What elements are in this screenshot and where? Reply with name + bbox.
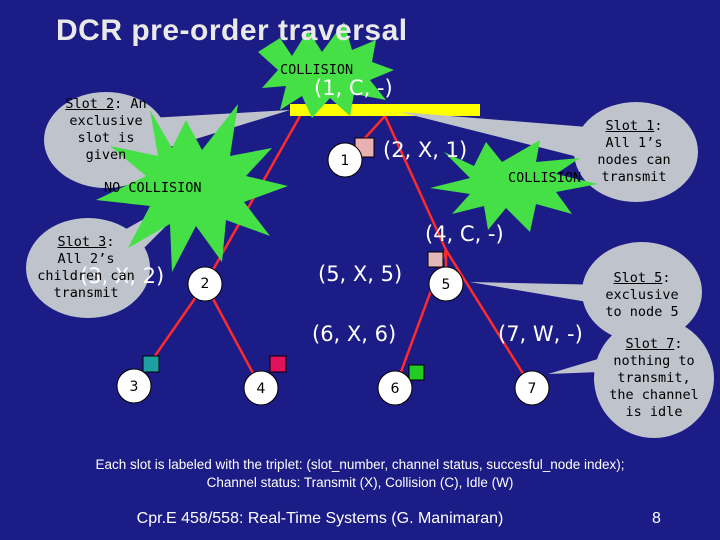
slot5-callout-shape [470, 242, 702, 342]
slot7-line4: the channel [609, 387, 699, 403]
slot5-line3: to node 5 [605, 304, 679, 320]
triplet-slot-2: (2, X, 1) [383, 138, 468, 162]
edge-root-slot4 [383, 115, 448, 251]
triplet-slot-7: (7, W, -) [498, 322, 583, 346]
slot2-line1: : An [114, 96, 147, 112]
slot1-callout-text: Slot 1: All 1’s nodes can transmit [584, 118, 684, 186]
slot3-callout-text: Slot 3: All 2’s children can transmit [26, 234, 146, 302]
triplet-slot-5: (5, X, 5) [318, 262, 403, 286]
slot3-line3: children can [37, 268, 135, 284]
node-1-circle [327, 142, 363, 178]
slot2-label: Slot 2 [65, 96, 115, 112]
slot1-label: Slot 1 [605, 118, 655, 134]
slot5-label: Slot 5 [613, 270, 663, 286]
node-4-circle [243, 370, 279, 406]
slot7-line3: transmit, [617, 370, 691, 386]
slot5-line1: : [662, 270, 671, 286]
slot2-line3: slot is [77, 130, 135, 146]
slot7-callout-text: Slot 7: nothing to transmit, the channel… [604, 336, 704, 421]
slot2-line4: given [85, 147, 127, 163]
slot7-line5: is idle [625, 404, 683, 420]
slot3-line2: All 2’s [57, 251, 115, 267]
slot3-label: Slot 3 [57, 234, 107, 250]
node-6-marker [408, 364, 425, 381]
slot1-line4: transmit [601, 169, 667, 185]
collision-right-text: COLLISION [508, 170, 582, 186]
node-2-label: 2 [200, 276, 210, 292]
node-5-circle [428, 266, 464, 302]
triplet-slot-6: (6, X, 6) [312, 322, 397, 346]
slot1-line3: nodes can [597, 152, 671, 168]
edge-slot4-node7 [444, 249, 534, 389]
page-number: 8 [652, 510, 661, 527]
node-4-label: 4 [256, 381, 266, 397]
edge-node2-node4 [203, 283, 263, 389]
slot7-line1: : [674, 336, 683, 352]
no-collision-text: NO COLLISION [104, 180, 202, 196]
collision-top-text: COLLISION [280, 62, 354, 78]
collision-burst-right [430, 140, 598, 232]
slot7-callout-shape [548, 318, 714, 438]
node-7-label: 7 [527, 381, 537, 397]
node-3-marker [142, 355, 160, 373]
slot1-line2: All 1’s [605, 135, 663, 151]
slot2-callout-text: Slot 2: An exclusive slot is given [54, 96, 158, 164]
node-1-label: 1 [340, 153, 350, 169]
node-6-label: 6 [390, 381, 400, 397]
slot5-callout-text: Slot 5: exclusive to node 5 [592, 270, 692, 321]
node-3-circle [116, 368, 152, 404]
triplet-slot-4: (4, C, -) [425, 222, 504, 246]
slot1-callout-shape [400, 102, 698, 202]
slot5-line2: exclusive [605, 287, 679, 303]
no-collision-burst-left [96, 104, 288, 272]
legend-line-1: Each slot is labeled with the triplet: (… [95, 457, 625, 472]
slide-title: DCR pre-order traversal [56, 14, 408, 47]
node-2-circle [187, 266, 223, 302]
node-3-label: 3 [129, 379, 139, 395]
triplet-slot-1: (1, C, -) [314, 76, 393, 100]
slot3-line1: : [106, 234, 115, 250]
slot3-line4: transmit [53, 285, 119, 301]
node-5-label: 5 [441, 277, 451, 293]
slot7-label: Slot 7 [625, 336, 675, 352]
slot1-line1: : [654, 118, 663, 134]
root-marker [290, 104, 480, 116]
node-7-circle [514, 370, 550, 406]
legend-line-2: Channel status: Transmit (X), Collision … [206, 475, 514, 490]
node-4-marker [269, 355, 287, 373]
course-footer: Cpr.E 458/558: Real-Time Systems (G. Man… [136, 510, 504, 527]
triplet-slot-3: (3, X, 2) [80, 264, 165, 288]
node-5-marker [427, 251, 444, 268]
slot7-line2: nothing to [613, 353, 695, 369]
collision-burst-top [258, 22, 394, 118]
slot2-line2: exclusive [69, 113, 143, 129]
triplet-legend-note: Each slot is labeled with the triplet: (… [0, 456, 720, 492]
node-6-circle [377, 370, 413, 406]
